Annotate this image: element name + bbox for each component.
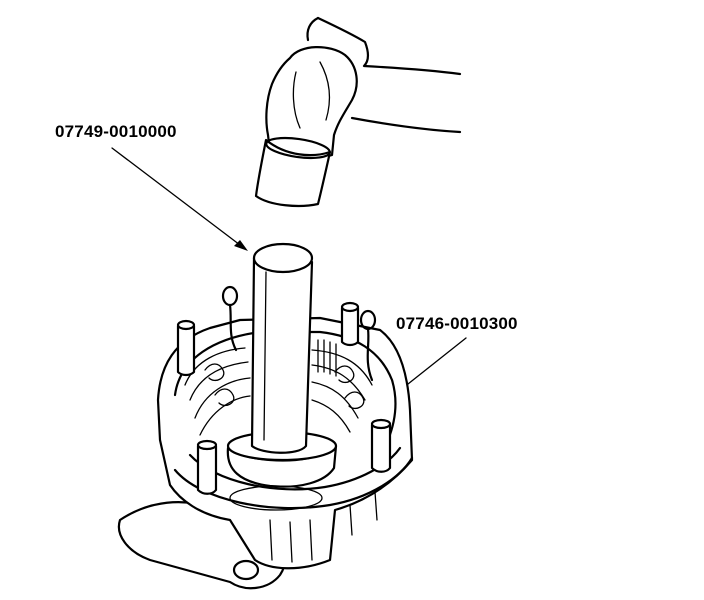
leader-driver <box>111 147 241 246</box>
hammer-head-shade <box>319 61 331 121</box>
winding-loop <box>214 388 235 407</box>
winding-coil <box>194 377 251 419</box>
arm-lower-outline <box>350 116 462 134</box>
terminal-post-front-right <box>370 423 392 473</box>
winding-coil <box>189 361 249 401</box>
lead-wire-left <box>228 303 238 352</box>
callout-driver-part-number: 07749-0010000 <box>55 122 177 141</box>
terminal-post-front-right-cap <box>370 418 392 430</box>
driver-highlight <box>263 271 267 441</box>
winding-loop <box>204 363 225 382</box>
driver-tool <box>250 242 314 454</box>
terminal-post-front-left <box>196 444 218 495</box>
winding-loop <box>334 365 355 384</box>
hammer-head-highlight <box>292 71 301 129</box>
housing-rib <box>349 504 353 536</box>
winding-coil <box>311 381 359 419</box>
ring-terminal-right <box>359 309 377 331</box>
housing-rib <box>289 521 293 563</box>
mounting-ear-bore <box>232 559 260 581</box>
terminal-post-right-cap <box>340 301 360 313</box>
leader-driver-arrowhead <box>234 240 248 251</box>
driver-shaft <box>250 256 314 454</box>
bearing-bore <box>229 485 323 511</box>
lead-wire-right <box>366 327 374 382</box>
ring-terminal-left <box>221 285 239 307</box>
housing-rib <box>309 519 313 561</box>
housing-rib <box>269 519 273 561</box>
callout-attachment-part-number: 07746-0010300 <box>396 314 518 333</box>
winding-loop <box>344 391 365 410</box>
hand-knuckle-line <box>306 16 320 42</box>
winding-coil <box>311 349 373 386</box>
terminal-post-left <box>176 324 196 377</box>
hammer-face-rim <box>265 136 331 160</box>
driver-top-face <box>252 242 314 274</box>
winding-coil <box>199 395 251 436</box>
winding-coil <box>311 399 351 433</box>
terminal-post-left-cap <box>176 319 196 331</box>
winding-coil <box>184 347 246 386</box>
hammer-face <box>254 138 332 208</box>
stator-teeth <box>317 339 337 377</box>
hammer <box>254 16 462 208</box>
terminal-post-front-left-cap <box>196 439 218 451</box>
hand-outline <box>316 16 462 76</box>
housing-rib <box>374 491 378 521</box>
terminal-posts <box>176 285 392 495</box>
terminal-post-right <box>340 306 360 347</box>
hammer-head <box>265 46 358 160</box>
